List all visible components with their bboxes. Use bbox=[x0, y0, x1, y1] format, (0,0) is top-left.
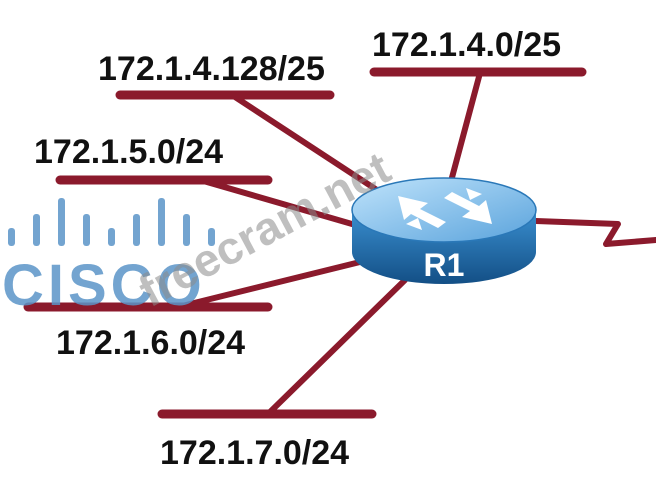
label-n5: 172.1.7.0/24 bbox=[160, 434, 349, 472]
cisco-logo-bar bbox=[108, 228, 115, 246]
router-label: R1 bbox=[424, 247, 465, 283]
router-top bbox=[351, 177, 537, 243]
router-r1: R1 bbox=[351, 177, 537, 284]
cisco-logo-bar bbox=[183, 214, 190, 246]
segments bbox=[23, 67, 587, 419]
cisco-logo-bar bbox=[33, 214, 40, 246]
label-n4: 172.1.6.0/24 bbox=[56, 324, 245, 362]
serial-link bbox=[533, 218, 656, 247]
link-n3 bbox=[197, 177, 355, 227]
link-n2 bbox=[229, 92, 383, 195]
label-n2: 172.1.4.128/25 bbox=[98, 50, 325, 88]
link-n1 bbox=[447, 70, 483, 188]
network-labels: 172.1.4.0/25 172.1.4.128/25 172.1.5.0/24… bbox=[34, 26, 561, 472]
link-n5 bbox=[267, 277, 408, 415]
cisco-logo-bar bbox=[133, 214, 140, 246]
cisco-logo-bar bbox=[83, 214, 90, 246]
link-n4 bbox=[175, 259, 363, 310]
cisco-logo-bar bbox=[208, 228, 215, 246]
cisco-logo-bar bbox=[58, 198, 65, 246]
cisco-logo-bar bbox=[8, 228, 15, 246]
router-arrows-icon bbox=[398, 188, 492, 230]
label-n1: 172.1.4.0/25 bbox=[372, 26, 561, 64]
cisco-logo-text: CISCO bbox=[2, 253, 206, 318]
label-n3: 172.1.5.0/24 bbox=[34, 133, 223, 171]
cisco-logo-bar bbox=[158, 198, 165, 246]
links bbox=[175, 70, 656, 415]
cisco-logo-watermark: CISCO bbox=[2, 198, 215, 318]
